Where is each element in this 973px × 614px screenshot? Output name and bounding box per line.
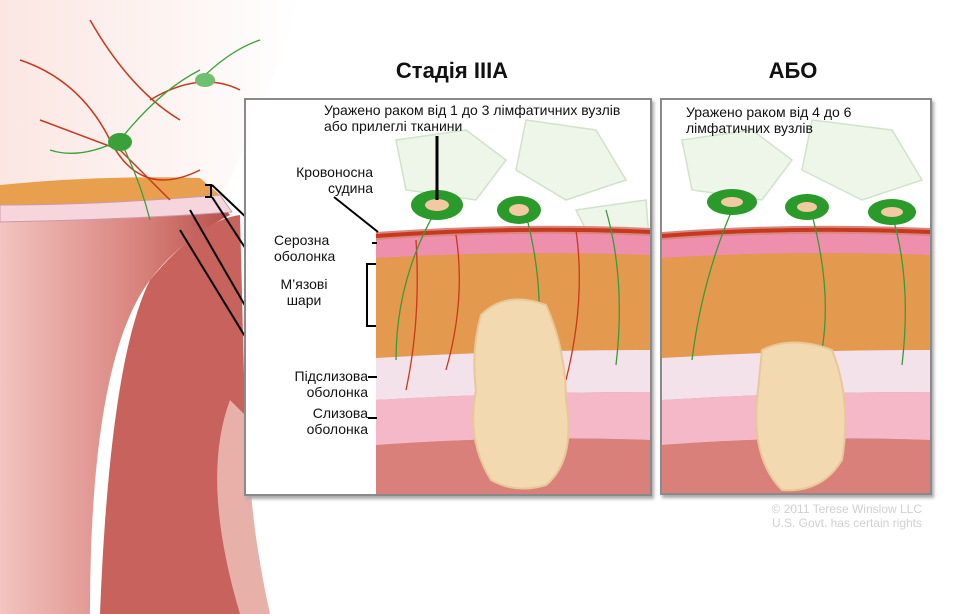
copyright-watermark: © 2011 Terese Winslow LLC U.S. Govt. has… — [700, 502, 922, 530]
tissue-cross-section-2 — [662, 119, 930, 493]
tumor — [755, 341, 847, 492]
stage-panel-2: Уражено раком від 4 до 6 лімфатичних вуз… — [660, 98, 932, 495]
panel2-caption: Уражено раком від 4 до 6 лімфатичних вуз… — [686, 104, 852, 136]
watermark-line-1: © 2011 Terese Winslow LLC — [771, 502, 922, 516]
stage-panel-1: Уражено раком від 1 до 3 лімфатичних вуз… — [244, 98, 652, 496]
label-serosa: Серозна оболонка — [274, 232, 336, 264]
tissue-cross-section-1 — [333, 119, 650, 494]
colon-illustration — [0, 0, 300, 614]
label-blood-vessel: Кровоносна судина — [296, 164, 373, 196]
panel1-caption: Уражено раком від 1 до 3 лімфатичних вуз… — [324, 102, 621, 134]
label-muscle-layers: М’язові шари — [280, 276, 328, 308]
watermark-line-2: U.S. Govt. has certain rights — [771, 516, 922, 530]
or-title: АБО — [768, 58, 818, 83]
label-submucosa: Підслизова оболонка — [294, 368, 368, 400]
tumor — [472, 298, 570, 490]
stage-title: Стадія IIIA — [395, 58, 509, 83]
label-mucosa: Слизова оболонка — [306, 405, 368, 437]
